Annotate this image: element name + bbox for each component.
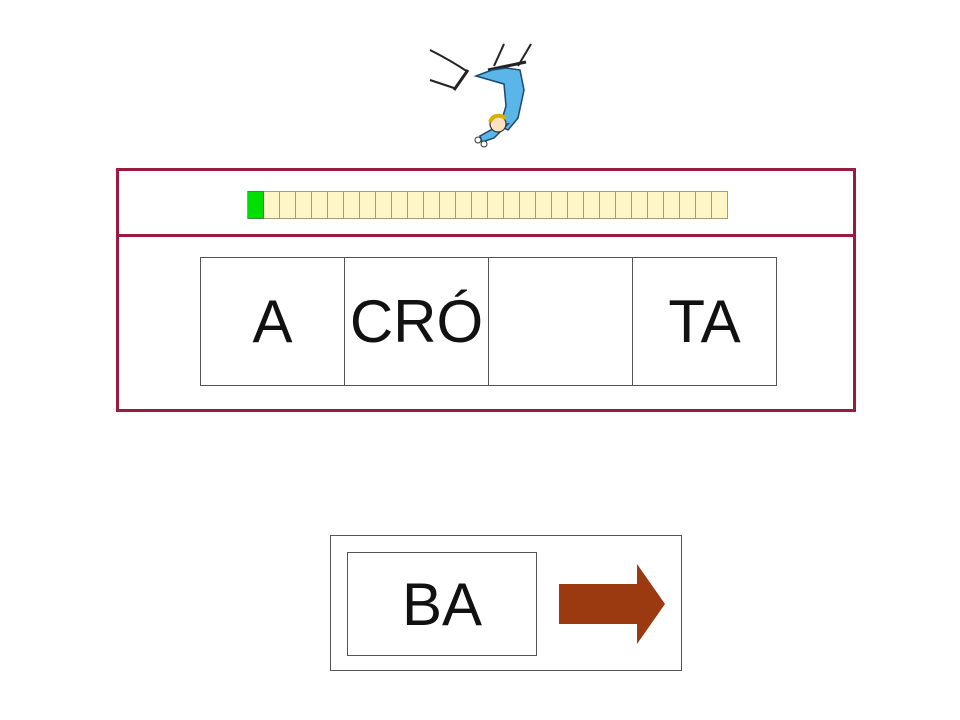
progress-cell-pending xyxy=(520,191,536,219)
syllable-drop-target[interactable] xyxy=(488,257,633,386)
progress-cell-pending xyxy=(296,191,312,219)
progress-cell-done xyxy=(248,191,264,219)
progress-cell-pending xyxy=(568,191,584,219)
progress-cell-pending xyxy=(472,191,488,219)
progress-cell-pending xyxy=(264,191,280,219)
progress-bar xyxy=(247,191,728,219)
progress-cell-pending xyxy=(440,191,456,219)
progress-cell-pending xyxy=(376,191,392,219)
progress-cell-pending xyxy=(696,191,712,219)
progress-cell-pending xyxy=(360,191,376,219)
progress-cell-pending xyxy=(504,191,520,219)
trapeze-artist-icon xyxy=(420,40,540,152)
progress-cell-pending xyxy=(312,191,328,219)
progress-cell-pending xyxy=(424,191,440,219)
game-board: A CRÓ TA xyxy=(116,168,856,412)
answer-panel: BA xyxy=(330,535,682,671)
progress-cell-pending xyxy=(344,191,360,219)
right-arrow-icon xyxy=(559,564,665,644)
progress-cell-pending xyxy=(680,191,696,219)
syllable-option-card[interactable]: BA xyxy=(347,552,537,656)
progress-cell-pending xyxy=(392,191,408,219)
progress-cell-pending xyxy=(584,191,600,219)
syllable-slot-2: CRÓ xyxy=(344,257,489,386)
progress-cell-pending xyxy=(664,191,680,219)
progress-cell-pending xyxy=(648,191,664,219)
progress-cell-pending xyxy=(456,191,472,219)
progress-cell-pending xyxy=(536,191,552,219)
syllable-slot-4: TA xyxy=(632,257,777,386)
syllable-slot-1: A xyxy=(200,257,345,386)
next-button[interactable] xyxy=(557,564,667,644)
progress-cell-pending xyxy=(712,191,728,219)
progress-cell-pending xyxy=(632,191,648,219)
progress-cell-pending xyxy=(408,191,424,219)
board-divider xyxy=(119,234,853,237)
syllable-row: A CRÓ TA xyxy=(200,257,777,386)
progress-cell-pending xyxy=(328,191,344,219)
progress-cell-pending xyxy=(616,191,632,219)
progress-cell-pending xyxy=(280,191,296,219)
progress-cell-pending xyxy=(552,191,568,219)
progress-cell-pending xyxy=(600,191,616,219)
progress-cell-pending xyxy=(488,191,504,219)
